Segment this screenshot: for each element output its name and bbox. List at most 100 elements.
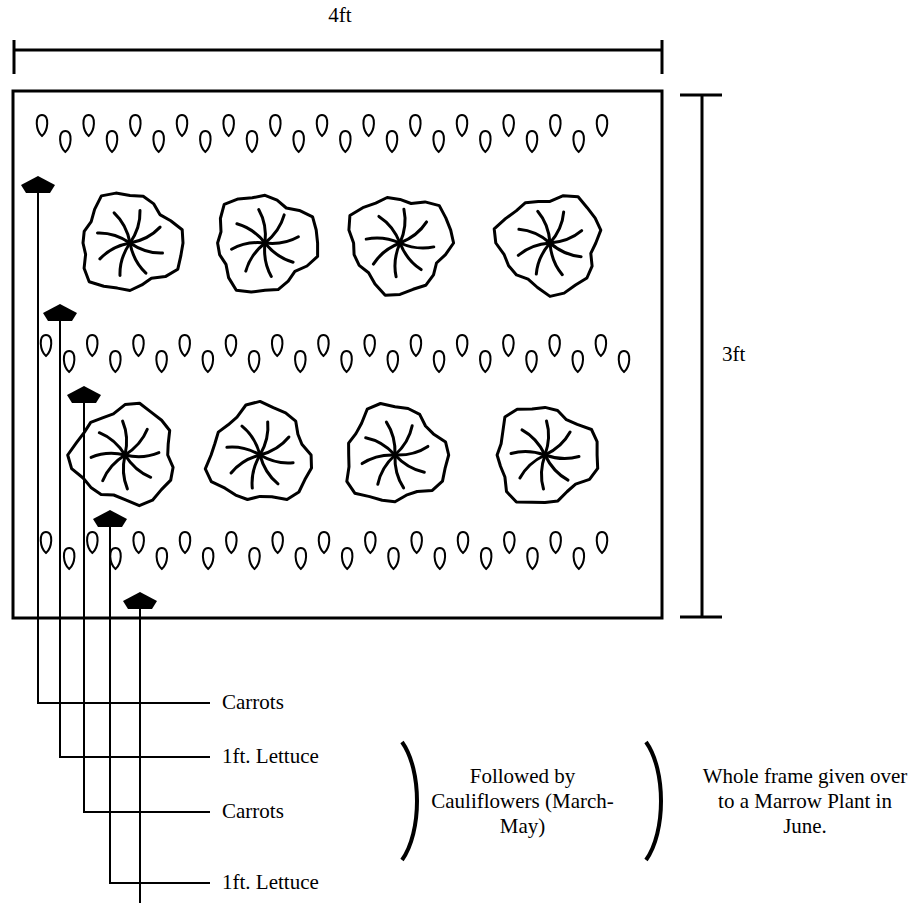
carrot-symbol <box>387 131 398 152</box>
carrot-symbol <box>295 351 306 372</box>
carrot-symbol <box>156 351 167 372</box>
carrot-symbol <box>364 335 375 356</box>
carrot-symbol <box>272 532 283 553</box>
height-dimension <box>701 95 704 617</box>
lettuce-vein <box>379 216 400 243</box>
carrot-symbol <box>179 335 190 356</box>
carrot-symbol <box>133 532 144 553</box>
row-label: 1ft. Lettuce <box>222 744 382 769</box>
lettuce-vein <box>237 224 265 243</box>
leader-line <box>139 604 141 903</box>
lettuce-vein <box>130 211 140 244</box>
lettuce-vein <box>130 243 146 273</box>
lettuce-vein <box>99 433 125 455</box>
carrot-symbol <box>527 548 538 569</box>
lettuce-vein <box>120 243 130 276</box>
carrot-symbol <box>247 131 258 152</box>
lettuce-vein <box>265 243 272 276</box>
lettuce-vein <box>252 455 260 488</box>
carrot-symbol <box>340 131 351 152</box>
carrot-symbol <box>503 335 514 356</box>
lettuce-vein <box>550 231 582 243</box>
dimension-tick <box>13 40 16 74</box>
carrot-symbol <box>572 351 583 372</box>
carrot-symbol <box>527 131 538 152</box>
lettuce-vein <box>400 209 405 243</box>
carrot-symbol <box>341 351 352 372</box>
lettuce-vein <box>91 453 125 457</box>
carrot-symbol <box>177 115 188 136</box>
carrot-symbol <box>110 351 121 372</box>
dimension-tick <box>680 616 722 619</box>
lettuce-vein <box>265 243 293 262</box>
lettuce-vein <box>378 455 395 484</box>
arrowhead <box>43 304 77 321</box>
carrot-symbol <box>200 131 211 152</box>
lettuce-vein <box>265 237 298 244</box>
carrot-symbol <box>574 548 585 569</box>
lettuce-vein <box>362 455 395 464</box>
dimension-label: 3ft <box>722 342 782 367</box>
dimension-tick <box>661 40 664 74</box>
lettuce-symbol <box>349 198 454 296</box>
lettuce-vein <box>541 455 545 489</box>
carrot-symbol <box>411 335 422 356</box>
lettuce-vein <box>259 210 266 243</box>
carrot-symbol <box>293 131 304 152</box>
carrot-symbol <box>317 115 328 136</box>
carrot-symbol <box>318 335 329 356</box>
carrot-symbol <box>411 532 422 553</box>
lettuce-vein <box>400 243 434 248</box>
carrot-symbol <box>41 532 52 553</box>
carrot-symbol <box>107 131 118 152</box>
carrot-symbol <box>130 115 141 136</box>
lettuce-vein <box>260 455 293 463</box>
lettuce-symbol <box>83 193 183 290</box>
carrot-symbol <box>180 532 191 553</box>
lettuce-vein <box>123 421 127 455</box>
carrot-symbol <box>37 115 48 136</box>
carrot-symbol <box>157 548 168 569</box>
carrot-symbol <box>64 351 75 372</box>
carrot-symbol <box>272 335 283 356</box>
dimension-label: 4ft <box>290 3 390 28</box>
leader-lines <box>21 176 210 903</box>
lettuce-symbol <box>205 401 311 499</box>
lettuce-vein <box>395 455 424 472</box>
leader-line <box>38 188 210 703</box>
lettuce-vein <box>545 421 549 455</box>
lettuce-vein <box>386 422 395 455</box>
row-label: 1ft. Lettuce <box>222 870 382 895</box>
lettuce-vein <box>246 243 265 271</box>
carrot-symbol <box>388 351 399 372</box>
lettuce-vein <box>522 430 545 455</box>
lettuce-vein <box>125 453 159 457</box>
lettuce-vein <box>130 243 163 253</box>
note-text: Followed by Cauliflowers (March-May) <box>430 764 615 839</box>
lettuce-vein <box>125 429 147 455</box>
lettuce-vein <box>366 238 400 243</box>
lettuce-vein <box>538 211 550 243</box>
carrot-symbol <box>296 548 307 569</box>
arrowhead <box>21 176 55 193</box>
carrot-symbol <box>87 335 98 356</box>
carrot-symbol <box>87 532 98 553</box>
lettuce-vein <box>114 213 130 243</box>
lettuce-vein <box>232 243 265 250</box>
carrot-symbol <box>110 548 121 569</box>
carrot-symbol <box>410 115 421 136</box>
lettuce-vein <box>98 233 131 243</box>
lettuce-vein <box>395 243 400 277</box>
carrot-symbol <box>550 115 561 136</box>
carrot-symbol <box>480 131 491 152</box>
carrot-symbol <box>133 335 144 356</box>
carrot-symbol <box>457 115 468 136</box>
lettuce-vein <box>231 455 260 473</box>
lettuce-vein <box>130 227 160 243</box>
lettuce-vein <box>536 243 550 274</box>
carrot-symbol <box>619 351 630 372</box>
carrot-symbol <box>388 548 399 569</box>
lettuce-vein <box>373 243 400 264</box>
carrot-symbol <box>550 532 561 553</box>
carrot-symbol <box>549 335 560 356</box>
